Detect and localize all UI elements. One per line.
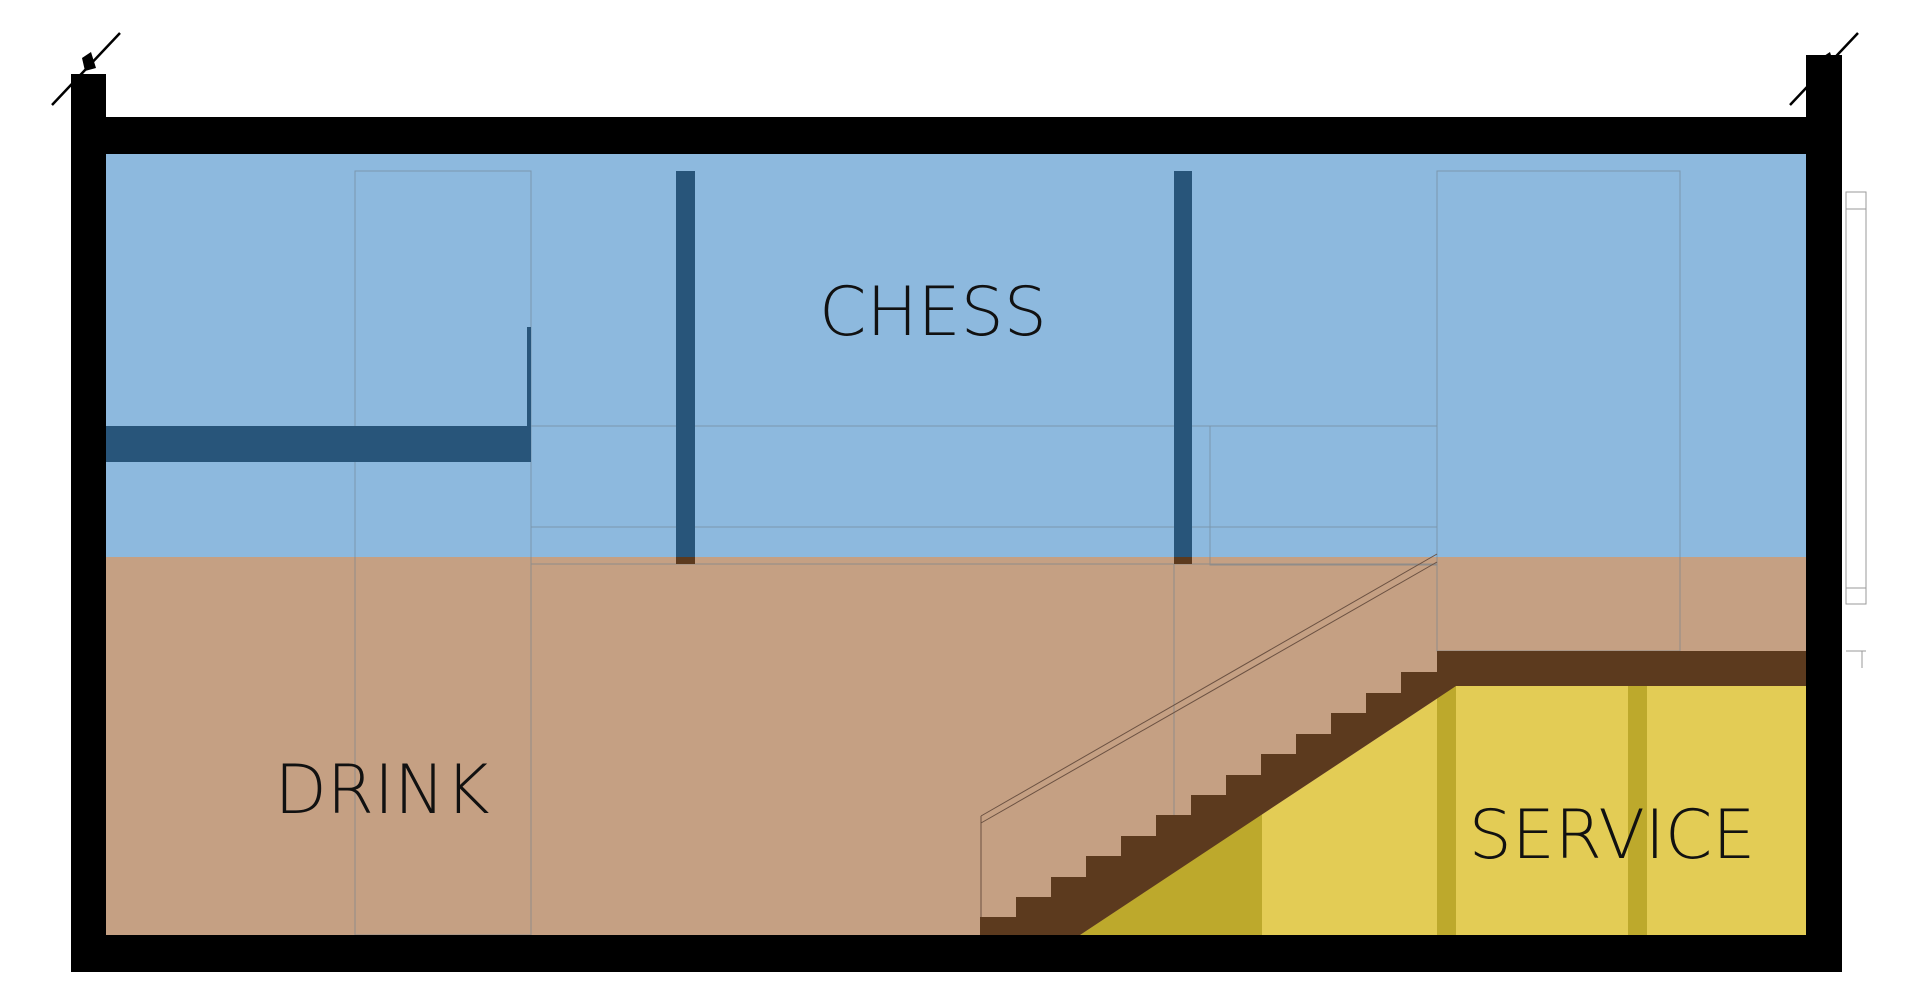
stair (980, 672, 1456, 935)
chess-label: CHESS (819, 273, 1047, 352)
stair-handrail (980, 553, 1438, 935)
break-marker-right (1789, 32, 1859, 106)
service-post-1 (1437, 686, 1456, 935)
mezzanine-railing-post (527, 327, 531, 426)
column-right (1174, 171, 1192, 564)
left-wall (71, 74, 106, 972)
service-post-2 (1628, 686, 1647, 935)
mezzanine-floor-beam (106, 426, 531, 462)
drink-label: DRINK (274, 751, 489, 830)
roof-slab (71, 117, 1842, 154)
exterior-hints (1845, 191, 1867, 668)
column-left (676, 171, 695, 564)
ground-slab (71, 935, 1842, 972)
section-walls (71, 55, 1842, 972)
service-roof-slab (1437, 651, 1806, 686)
right-wall (1806, 55, 1842, 972)
break-marker-left (51, 32, 121, 106)
chess-zone (106, 154, 1806, 557)
service-label: SERVICE (1469, 796, 1756, 875)
